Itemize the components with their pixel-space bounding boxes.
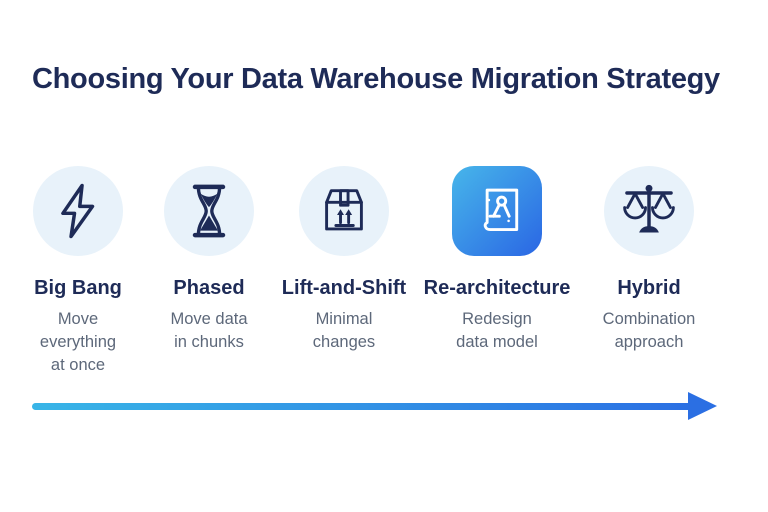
strategy-label: Lift-and-Shift: [281, 277, 407, 299]
strategy-column-big-bang: Big Bang Move everything at once: [16, 166, 140, 377]
strategy-column-hybrid: Hybrid Combination approach: [577, 166, 721, 354]
icon-circle: [604, 166, 694, 256]
timeline-arrow-line: [32, 403, 692, 410]
strategy-label: Hybrid: [617, 277, 681, 299]
strategy-label: Phased: [173, 277, 245, 299]
strategy-description: Redesign data model: [456, 310, 538, 351]
timeline-arrow-head-icon: [688, 392, 717, 420]
balance-scales-icon: [623, 184, 675, 233]
strategy-description: Combination approach: [602, 310, 696, 351]
hourglass-icon: [192, 184, 226, 238]
strategy-description: Minimal changes: [312, 310, 376, 351]
strategy-column-re-architecture: Re-architecture Redesign data model: [412, 166, 582, 354]
strategy-label: Re-architecture: [423, 277, 571, 299]
blueprint-compass-icon: [483, 188, 519, 232]
strategy-description: Move everything at once: [39, 310, 117, 374]
lightning-icon: [61, 183, 95, 239]
page-title: Choosing Your Data Warehouse Migration S…: [32, 63, 720, 96]
icon-circle: [299, 166, 389, 256]
strategy-column-lift-and-shift: Lift-and-Shift Minimal changes: [264, 166, 424, 354]
highlighted-icon-tile: [452, 166, 542, 256]
icon-circle: [164, 166, 254, 256]
strategy-description: Move data in chunks: [170, 310, 248, 351]
icon-circle: [33, 166, 123, 256]
shipping-box-icon: [325, 189, 363, 231]
strategy-label: Big Bang: [34, 277, 122, 299]
strategy-column-phased: Phased Move data in chunks: [147, 166, 271, 354]
